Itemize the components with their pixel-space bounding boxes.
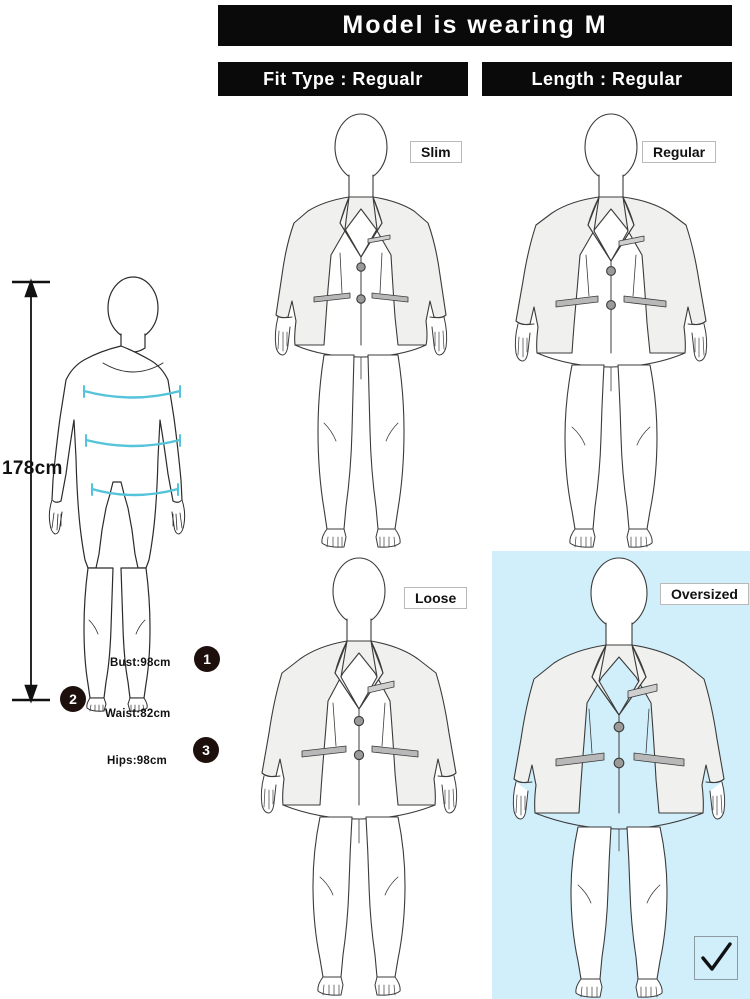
measure-band-group (82, 389, 182, 497)
hips-band (90, 487, 180, 497)
fit-label-slim: Slim (410, 141, 462, 163)
bust-band (82, 389, 182, 399)
regular-figure-svg (514, 113, 708, 548)
page-title-text: Model is wearing M (342, 11, 608, 39)
fit-label-loose: Loose (404, 587, 468, 609)
length-badge: Length : Regular (482, 62, 732, 96)
fit-option-loose[interactable]: Loose (232, 551, 490, 999)
fit-option-oversized[interactable]: Oversized (492, 551, 750, 999)
length-text: Length : Regular (531, 68, 683, 89)
fit-label-oversized: Oversized (660, 583, 749, 605)
fit-label-regular: Regular (642, 141, 717, 163)
bust-measurement-label: Bust:98cm (110, 657, 171, 669)
body-figure-svg (12, 276, 186, 712)
waist-band (84, 438, 182, 448)
fit-option-slim[interactable]: Slim (232, 105, 490, 553)
height-arrow (12, 278, 50, 704)
hips-measurement-label: Hips:98cm (107, 755, 167, 767)
fit-type-badge: Fit Type : Regualr (218, 62, 468, 96)
body-measurement-diagram: Bust:98cm Waist:82cm Hips:98cm 1 2 3 (0, 268, 235, 767)
selected-checkbox[interactable] (694, 936, 738, 980)
measurement-badge-3: 3 (193, 737, 219, 763)
measurement-badge-1: 1 (194, 646, 220, 672)
page-title: Model is wearing M (218, 5, 732, 46)
waist-measurement-label: Waist:82cm (105, 708, 171, 720)
oversized-figure-svg (512, 557, 726, 998)
slim-figure-svg (274, 113, 448, 548)
height-label: 178cm (2, 458, 63, 479)
fit-option-regular[interactable]: Regular (482, 105, 740, 553)
measurement-badge-2: 2 (60, 686, 86, 712)
check-icon (701, 942, 732, 971)
fit-type-text: Fit Type : Regualr (263, 68, 423, 89)
loose-figure-svg (260, 557, 458, 996)
